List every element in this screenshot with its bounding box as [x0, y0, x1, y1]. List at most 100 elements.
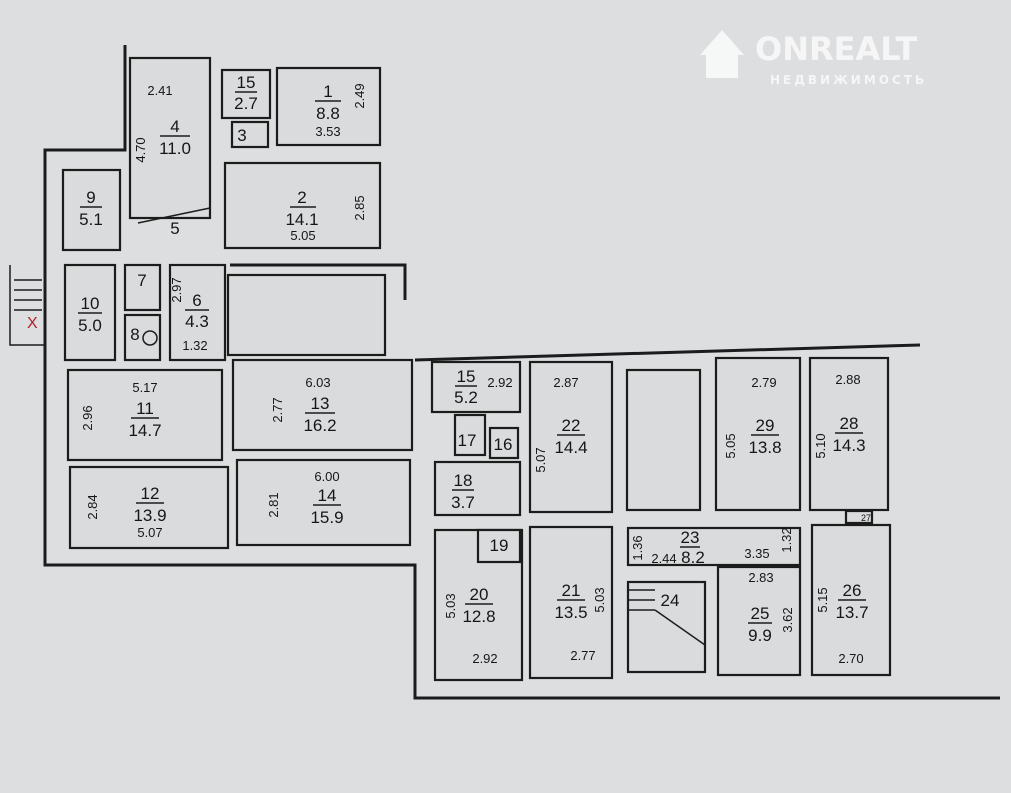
- room-9-label: 9 5.1: [79, 188, 103, 229]
- svg-text:2.7: 2.7: [234, 94, 258, 113]
- svg-text:15.9: 15.9: [310, 508, 343, 527]
- room-25: [716, 565, 802, 677]
- svg-text:ONREALT: ONREALT: [755, 30, 917, 68]
- svg-text:9: 9: [86, 188, 95, 207]
- svg-text:5.10: 5.10: [813, 433, 828, 458]
- svg-text:2: 2: [297, 188, 306, 207]
- svg-text:6.00: 6.00: [314, 469, 339, 484]
- svg-text:2.92: 2.92: [487, 375, 512, 390]
- svg-text:25: 25: [751, 604, 770, 623]
- svg-text:2.84: 2.84: [85, 494, 100, 519]
- svg-text:2.79: 2.79: [751, 375, 776, 390]
- svg-text:5.05: 5.05: [723, 433, 738, 458]
- room-21: [528, 525, 614, 680]
- svg-text:2.44: 2.44: [651, 551, 676, 566]
- room-4-label: 2.41 4 11.0 4.70: [133, 83, 191, 163]
- room-7-label: 7: [137, 271, 146, 290]
- room-6-label: 6 4.3 2.97 1.32: [169, 277, 209, 353]
- svg-text:2.88: 2.88: [835, 372, 860, 387]
- room-21-label: 21 13.5 5.03 2.77: [554, 581, 607, 663]
- svg-text:1.36: 1.36: [630, 535, 645, 560]
- svg-text:14.3: 14.3: [832, 436, 865, 455]
- svg-text:5.1: 5.1: [79, 210, 103, 229]
- svg-text:13.5: 13.5: [554, 603, 587, 622]
- svg-text:5.15: 5.15: [815, 587, 830, 612]
- room-3-label: 3: [237, 126, 246, 145]
- svg-text:22: 22: [562, 416, 581, 435]
- toilet-icon: [142, 330, 158, 346]
- svg-text:14: 14: [318, 486, 337, 505]
- room-24: [626, 580, 707, 674]
- room-16-label: 16: [494, 435, 513, 454]
- svg-text:14.4: 14.4: [554, 438, 587, 457]
- svg-text:13.8: 13.8: [748, 438, 781, 457]
- room-2: [223, 161, 382, 250]
- room-10-label: 10 5.0: [78, 294, 102, 335]
- room-15-bottom-label: 15 5.2 2.92: [454, 367, 512, 407]
- room-1-label: 1 8.8 3.53 2.49: [315, 82, 367, 139]
- corridor: [625, 368, 702, 512]
- svg-text:14.1: 14.1: [285, 210, 318, 229]
- svg-text:21: 21: [562, 581, 581, 600]
- inner-wall: [230, 263, 407, 300]
- room-26-label: 26 13.7 5.15 2.70: [815, 581, 869, 666]
- svg-text:2.41: 2.41: [147, 83, 172, 98]
- svg-text:15: 15: [237, 73, 256, 92]
- room-28: [808, 356, 890, 512]
- svg-text:14.7: 14.7: [128, 421, 161, 440]
- svg-text:2.97: 2.97: [169, 277, 184, 302]
- svg-text:5.17: 5.17: [132, 380, 157, 395]
- room-5-label: 5: [170, 219, 179, 238]
- svg-text:23: 23: [681, 528, 700, 547]
- room-18-label: 18 3.7: [451, 471, 475, 512]
- exit-stairs: [14, 279, 42, 311]
- room-14-label: 6.00 14 15.9 2.81: [266, 469, 344, 527]
- svg-text:18: 18: [454, 471, 473, 490]
- room-24-label: 24: [661, 591, 680, 610]
- room-1: [275, 66, 382, 147]
- svg-text:13.7: 13.7: [835, 603, 868, 622]
- svg-text:11.0: 11.0: [159, 139, 191, 158]
- room-9: [61, 168, 122, 252]
- svg-text:3.53: 3.53: [315, 124, 340, 139]
- svg-text:16.2: 16.2: [303, 416, 336, 435]
- stairs-24: [628, 589, 706, 646]
- svg-text:2.49: 2.49: [352, 83, 367, 108]
- svg-text:2.83: 2.83: [748, 570, 773, 585]
- svg-text:10: 10: [81, 294, 100, 313]
- svg-text:4: 4: [170, 117, 179, 136]
- svg-text:11: 11: [136, 399, 154, 418]
- room-25-label: 2.83 25 9.9 3.62: [748, 570, 795, 645]
- room-6: [168, 263, 227, 362]
- svg-text:2.70: 2.70: [838, 651, 863, 666]
- watermark-logo: ONREALT НЕДВИЖИМОСТЬ: [700, 30, 924, 87]
- svg-text:5.2: 5.2: [454, 388, 478, 407]
- partition-line: [137, 207, 211, 224]
- room-23: [626, 526, 802, 567]
- svg-text:26: 26: [843, 581, 862, 600]
- hall: [226, 273, 387, 357]
- room-13: [231, 358, 414, 452]
- svg-text:6.03: 6.03: [305, 375, 330, 390]
- svg-text:2.87: 2.87: [553, 375, 578, 390]
- room-7: [123, 263, 162, 312]
- room-13-label: 6.03 13 16.2 2.77: [270, 375, 337, 435]
- outer-wall: [43, 45, 1000, 700]
- room-18: [433, 460, 522, 517]
- svg-text:8.8: 8.8: [316, 104, 340, 123]
- room-4: [128, 56, 212, 220]
- room-27: [844, 509, 874, 525]
- house-icon: [700, 30, 744, 78]
- svg-text:2.77: 2.77: [570, 648, 595, 663]
- room-27-label: 27: [861, 513, 871, 523]
- stair-outline: [9, 265, 45, 346]
- room-29-label: 2.79 29 13.8 5.05: [723, 375, 782, 459]
- svg-text:2.81: 2.81: [266, 492, 281, 517]
- room-23-label: 23 8.2 1.36 2.44 3.35 1.32: [630, 527, 794, 567]
- svg-text:13: 13: [311, 394, 330, 413]
- svg-text:1.32: 1.32: [182, 338, 207, 353]
- svg-text:8.2: 8.2: [681, 548, 705, 567]
- svg-text:20: 20: [470, 585, 489, 604]
- room-2-label: 2 14.1 5.05 2.85: [285, 188, 367, 243]
